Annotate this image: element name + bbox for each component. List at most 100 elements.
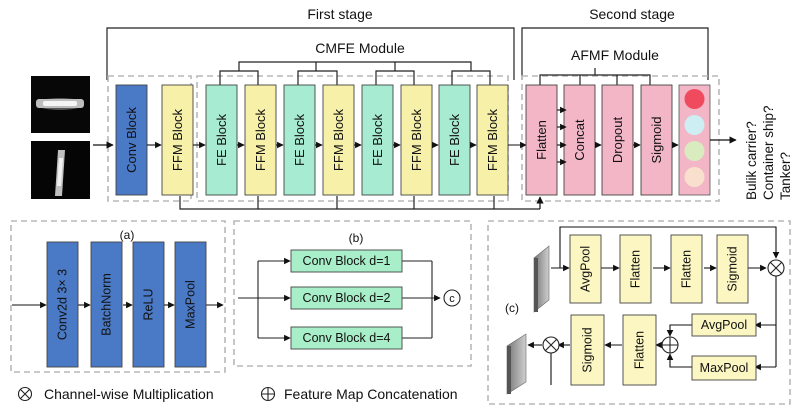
panel-c-label: (c) [505,301,519,315]
afmf-block-row: Flatten Concat Dropout Sigmoid [525,84,679,196]
main-block-9-label: FE Block [447,113,462,166]
output-dot-4 [684,167,705,187]
panel-c-pool-max: MaxPool [691,355,757,381]
panel-c-box [487,220,791,405]
afmf-block-1: Flatten [525,84,558,196]
panel-c-top-block-3-label: Flatten [680,250,694,288]
output-label-3: Tanker? [778,152,793,200]
feature-map-input [533,245,550,313]
main-block-8: FFM Block [400,84,433,196]
main-block-6: FFM Block [322,84,355,196]
panel-b-label: (b) [349,231,364,245]
panel-c-top-row: AvgPool Flatten Flatten Sigmoid [569,234,749,304]
panel-c-pool-avg: AvgPool [691,313,757,337]
panel-a-block-1-label: Conv2d 3× 3 [56,269,70,340]
output-circles [678,84,711,196]
main-block-row: Conv Block FFM Block FE Block FFM Block FE B… [115,84,527,196]
afmf-dashed-box [521,75,720,202]
panel-c-bottom-block-2-label: Flatten [633,331,647,369]
afmf-module-label: AFMF Module [571,47,659,63]
panel-c-bottom-row: Sigmoid Flatten [570,314,657,386]
first-stage-label: First stage [307,6,373,22]
panel-a-block-3: ReLU [132,241,165,368]
panel-c-pool-avg-label: AvgPool [701,318,747,332]
afmf-block-4: Sigmoid [640,84,673,196]
afmf-block-3: Dropout [601,84,634,196]
main-block-8-label: FFM Block [409,108,424,171]
afmf-block-4-label: Sigmoid [649,117,664,164]
main-block-1-label: Conv Block [124,107,139,173]
afmf-block-2: Concat [563,84,596,196]
panel-b-block-1: Conv Block d=1 [290,249,403,273]
main-block-3: FE Block [205,84,238,196]
panel-b-branches [238,257,441,342]
main-block-1: Conv Block [115,84,148,196]
panel-c-pool-max-label: MaxPool [700,361,749,375]
second-stage-label: Second stage [589,6,675,22]
main-block-10: FFM Block [476,84,509,196]
output-dot-3 [684,141,705,161]
panel-c-top-block-2: Flatten [619,234,652,304]
output-dot-1 [684,89,705,109]
main-block-4-label: FFM Block [253,108,268,171]
main-block-9: FE Block [438,84,471,196]
afmf-block-3-label: Dropout [610,116,625,163]
panel-c-top-block-4-label: Sigmoid [726,246,740,291]
main-block-2: FFM Block [161,84,194,196]
panel-a-block-4-label: MaxPool [184,280,198,329]
concat-c-symbol [443,289,461,307]
main-block-5: FE Block [283,84,316,196]
panel-c-top-arrows [551,226,780,272]
main-block-3-label: FE Block [214,113,229,166]
ship-image-1 [31,76,90,133]
panel-c-bottom-arrows [527,276,777,385]
panel-c-top-block-2-label: Flatten [629,250,643,288]
main-block-7-label: FE Block [370,113,385,166]
main-block-4: FFM Block [244,84,277,196]
panel-b-block-2: Conv Block d=2 [290,286,403,310]
panel-a-box [10,220,226,373]
legend-multiply-text: Channel-wise Multiplication [44,386,214,402]
panel-c-top-block-3: Flatten [670,234,703,304]
afmf-block-1-label: Flatten [534,120,549,160]
ship-image-2 [31,141,90,199]
main-block-2-label: FFM Block [170,108,185,171]
panel-a-block-3-label: ReLU [142,289,156,321]
panel-a-block-1: Conv2d 3× 3 [46,241,79,368]
output-dot-2 [684,115,705,135]
panel-c-top-block-1: AvgPool [569,234,602,304]
legend-concat: Feature Map Concatenation [260,386,458,402]
panel-b-block-2-label: Conv Block d=2 [303,291,391,305]
panel-c-bottom-block-2: Flatten [622,314,657,386]
main-block-7: FE Block [361,84,394,196]
panel-c-bottom-block-1-label: Sigmoid [581,327,595,372]
legend-concat-text: Feature Map Concatenation [284,386,458,402]
main-block-6-label: FFM Block [331,108,346,171]
panel-a-label: (a) [120,228,135,242]
main-block-5-label: FE Block [292,113,307,166]
output-label-1: Bulik carrier? [744,121,759,200]
panel-a-block-row: Conv2d 3× 3 BatchNorm ReLU MaxPool [46,241,207,368]
feature-map-output [506,333,527,395]
panel-b-block-3-label: Conv Block d=4 [303,331,391,345]
afmf-block-2-label: Concat [572,119,587,161]
flatten-concat-arrows [557,106,567,166]
main-block-10-label: FFM Block [485,108,500,171]
panel-b-box [233,220,472,367]
panel-c-top-block-1-label: AvgPool [579,246,593,292]
panel-c-bottom-block-1: Sigmoid [570,314,605,386]
panel-a-block-4: MaxPool [174,241,207,368]
second-stage-bracket [521,27,709,80]
output-label-2: Container ship? [761,105,776,200]
panel-b-block-1-label: Conv Block d=1 [303,254,391,268]
panel-c-top-block-4: Sigmoid [716,234,749,304]
concat-c-label: c [449,293,455,305]
panel-a-block-2-label: BatchNorm [100,273,114,336]
panel-b-block-3: Conv Block d=4 [290,326,403,350]
cmfe-module-label: CMFE Module [315,40,405,56]
first-stage-bracket [106,27,515,80]
